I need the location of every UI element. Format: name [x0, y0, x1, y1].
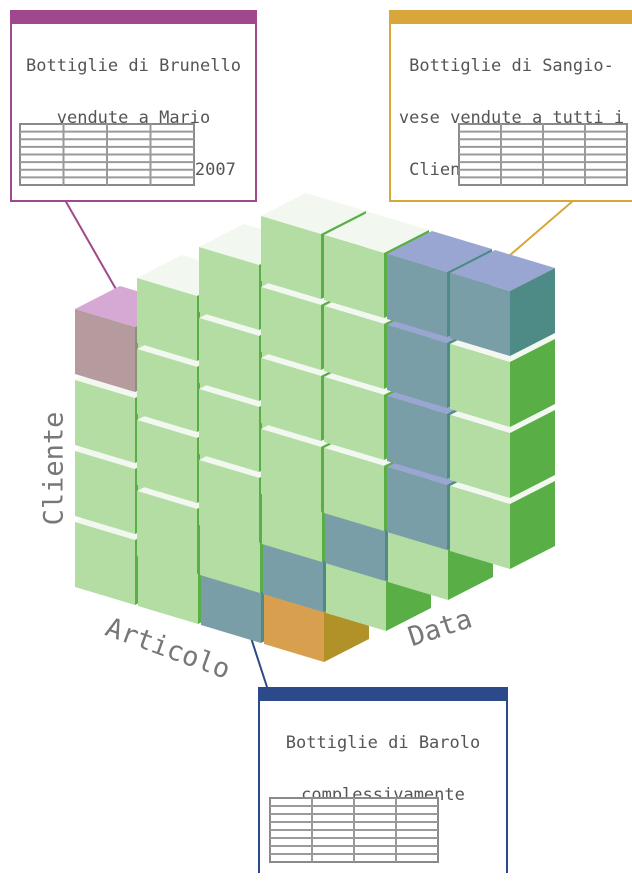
cube-cell-front-face [324, 235, 384, 318]
cube-cell-side-face [510, 339, 555, 427]
brunello-callout-line: Bottiglie di Brunello [26, 56, 241, 76]
cube-cell-front-face [261, 287, 321, 370]
cube-cell-blue [450, 250, 555, 356]
table-icon [269, 797, 439, 863]
cube-cell-side-face [510, 268, 555, 356]
cube-cell-front-face [450, 273, 510, 356]
cube-cell-front-face [199, 318, 259, 401]
cube-cell-front-face [137, 491, 197, 574]
cube-cell-top-face [387, 231, 492, 272]
barolo-callout: Bottiglie di Barolo complessivamente ven… [258, 687, 508, 873]
cube-cell-front-face [137, 278, 197, 361]
cube-cell-front-face [199, 460, 259, 543]
cube-cell-front-face [137, 420, 197, 503]
cube-cell-front-face [75, 451, 135, 534]
cube-cell-front-face [450, 344, 510, 427]
cube-cell-front-face [75, 522, 135, 605]
cube-cell-front-face [324, 377, 384, 460]
cube-cell-front-face [324, 306, 384, 389]
cube-cell-green [450, 463, 555, 569]
cube-cell-front-face [75, 309, 135, 392]
cube-cell-front-face [199, 389, 259, 472]
data-cube [75, 193, 555, 662]
cube-cell-front-face [261, 358, 321, 441]
cube-cell-front-face [387, 325, 447, 408]
barolo-callout-line: Bottiglie di Barolo [285, 733, 481, 753]
cube-cell-front-face [450, 486, 510, 569]
sangiovese-callout-header-bar [391, 12, 632, 24]
table-icon [458, 123, 628, 186]
cube-cell-front-face [324, 448, 384, 531]
cube-cell-top-face [261, 193, 366, 234]
table-icon [19, 123, 195, 186]
cube-cell-front-face [387, 254, 447, 337]
cube-cell-front-face [261, 429, 321, 512]
cube-cell-front-face [387, 396, 447, 479]
sangiovese-callout: Bottiglie di Sangio- vese vendute a tutt… [389, 10, 632, 202]
brunello-callout: Bottiglie di Brunello vendute a Mario Ro… [10, 10, 257, 202]
brunello-connector-line [64, 199, 126, 306]
barolo-callout-header-bar [260, 689, 506, 701]
cube-cell-front-face [75, 380, 135, 463]
sangiovese-callout-line: Bottiglie di Sangio- [409, 56, 614, 76]
cube-cell-top-face [450, 250, 555, 291]
cube-cell-side-face [510, 481, 555, 569]
cube-cell-front-face [199, 247, 259, 330]
cube-cell-top-face [324, 212, 429, 253]
cube-cell-front-face [261, 216, 321, 299]
cube-cell-side-face [510, 410, 555, 498]
cube-cell-front-face [137, 349, 197, 432]
brunello-callout-header-bar [12, 12, 255, 24]
cube-cell-front-face [450, 415, 510, 498]
cube-cell-front-face [387, 467, 447, 550]
axis-label-cliente: Cliente [38, 411, 70, 526]
